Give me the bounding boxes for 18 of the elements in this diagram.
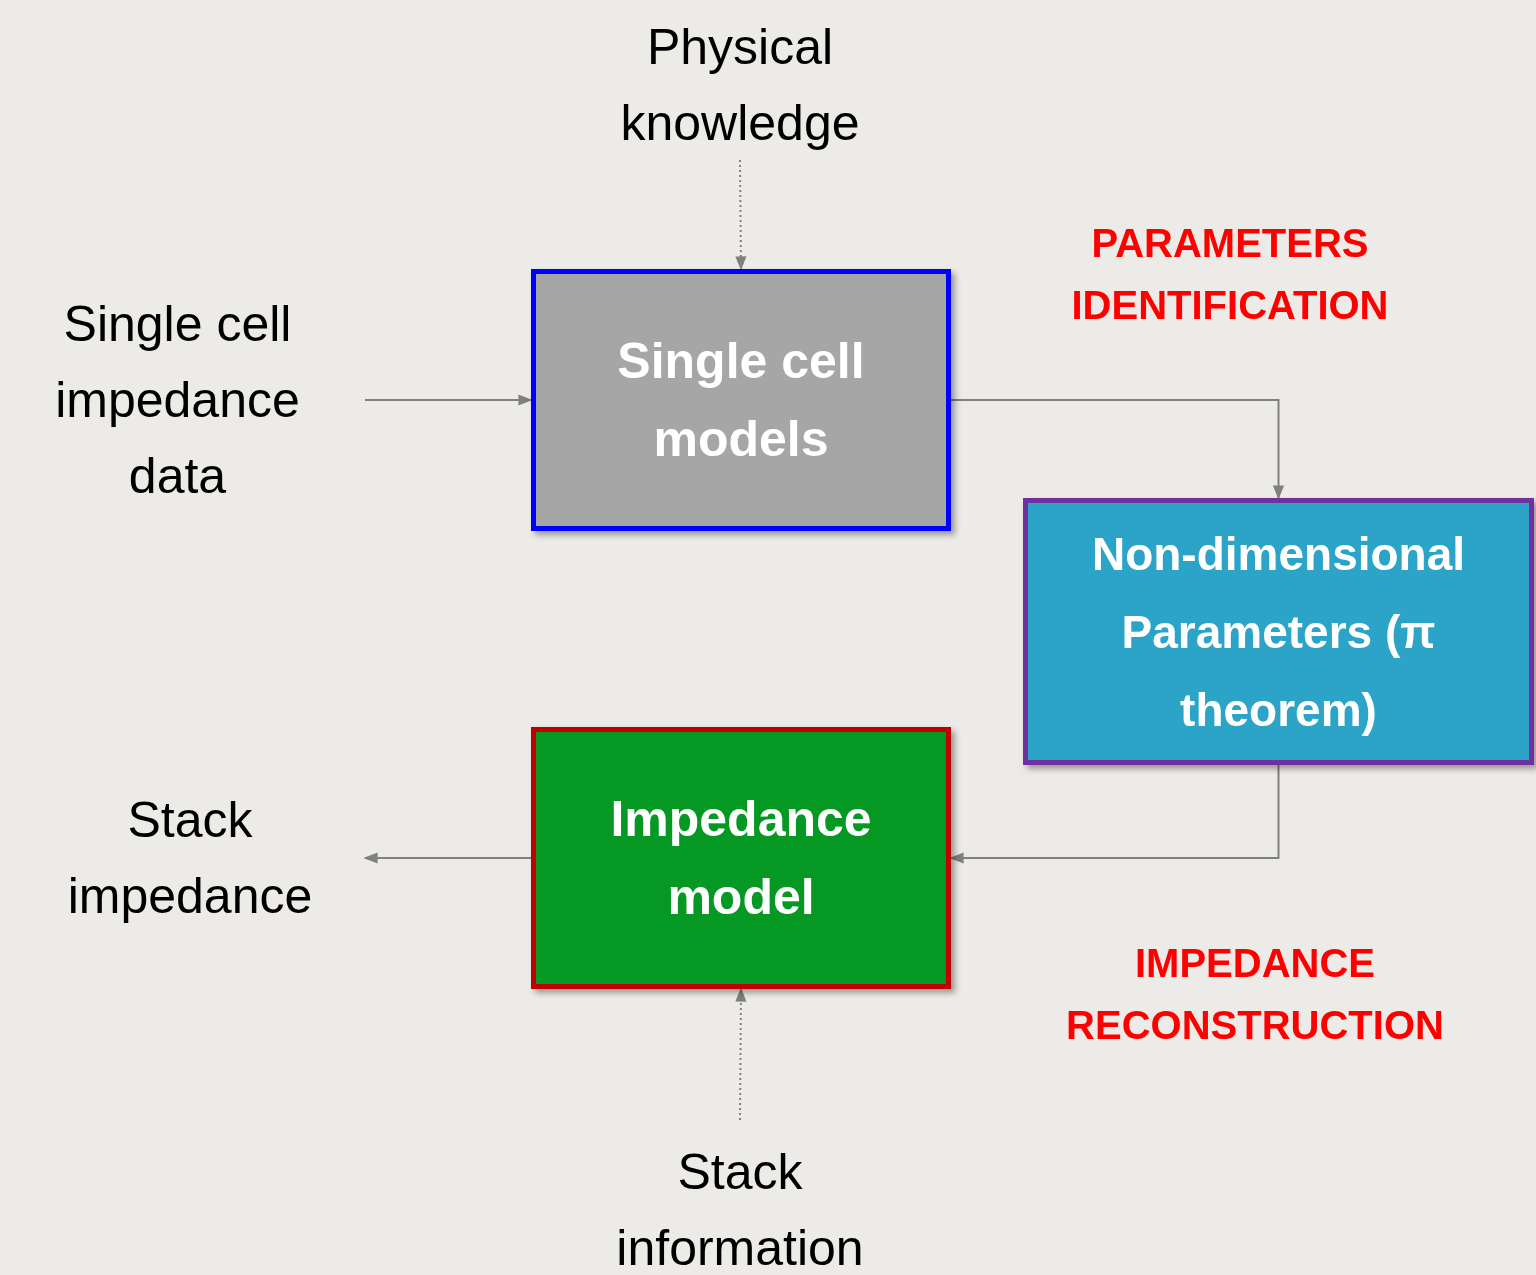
arrow — [364, 394, 533, 406]
model-box — [531, 269, 951, 531]
process-box — [1023, 498, 1534, 765]
arrow — [949, 764, 1280, 864]
input-label: Stack information — [615, 1143, 865, 1275]
arrow — [735, 159, 747, 271]
arrow — [950, 399, 1285, 500]
annotation-label: PARAMETERS IDENTIFICATION — [1070, 220, 1390, 329]
model-box — [531, 727, 951, 989]
input-label: Single cell impedance data — [54, 295, 301, 506]
box-label: Non-dimensional Parameters (π theorem) — [1090, 526, 1467, 738]
box-label: Single cell models — [616, 332, 866, 469]
arrow — [363, 852, 532, 864]
box-label: Impedance model — [609, 790, 873, 927]
input-label: Physical knowledge — [619, 18, 861, 153]
annotation-label: IMPEDANCE RECONSTRUCTION — [1065, 940, 1445, 1049]
input-label: Stack impedance — [66, 791, 314, 926]
arrow — [735, 987, 747, 1121]
